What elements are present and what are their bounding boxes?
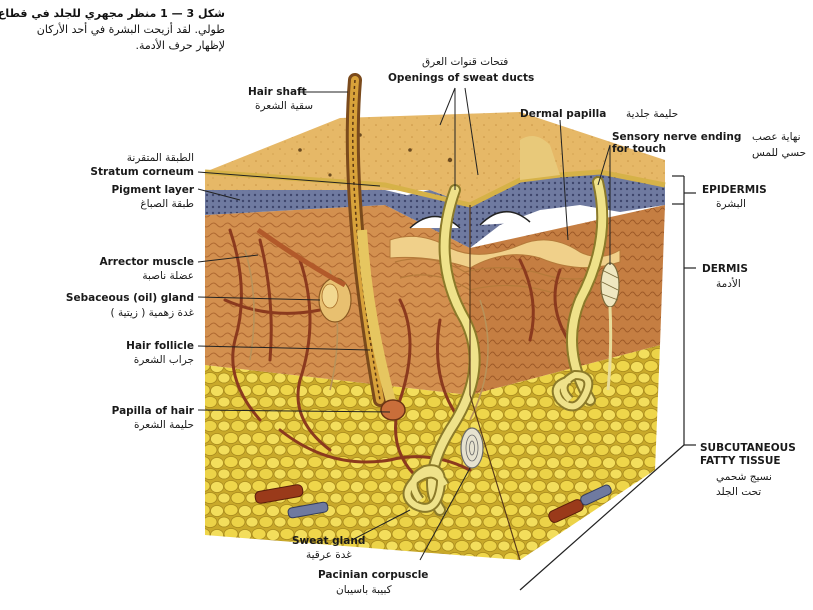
label-sebaceous-en: Sebaceous (oil) gland: [30, 292, 194, 304]
label-sensory-nerve-en-2: for touch: [612, 143, 666, 155]
label-sweat-gland-ar: غدة عرقية: [306, 549, 352, 561]
hair-papilla: [381, 400, 405, 420]
label-pacinian-ar: كبيبة باسيبان: [336, 584, 392, 596]
label-subcut-ar-1: نسيج شحمي: [716, 471, 772, 483]
label-subcut-en-1: SUBCUTANEOUS: [700, 442, 796, 454]
label-sensory-nerve-ar-2: حسي للمس: [752, 147, 806, 159]
label-stratum-ar: الطبقة المتقرنة: [80, 152, 194, 164]
caption-line-2: طولي. لقد أزيحت البشرة في أحد الأركان: [5, 22, 225, 38]
label-sensory-nerve-ar-1: نهاية عصب: [752, 131, 801, 143]
label-follicle-en: Hair follicle: [60, 340, 194, 352]
label-pacinian-en: Pacinian corpuscle: [318, 569, 428, 581]
label-stratum-en: Stratum corneum: [60, 166, 194, 178]
pacinian-corpuscle: [461, 428, 483, 468]
label-hair-shaft-en: Hair shaft: [248, 86, 307, 98]
label-sweat-openings-en: Openings of sweat ducts: [388, 72, 534, 84]
label-arrector-en: Arrector muscle: [60, 256, 194, 268]
label-subcut-ar-2: تحت الجلد: [716, 486, 761, 498]
label-sweat-openings-ar: فتحات قنوات العرق: [422, 56, 508, 68]
caption-line-3: لإظهار حرف الأدمة.: [5, 38, 225, 54]
label-sebaceous-ar: غدة زهمية ( زيتية ): [60, 307, 194, 319]
label-dermal-papilla-ar: حليمة جلدية: [626, 108, 678, 120]
label-hair-shaft-ar: سقية الشعرة: [255, 100, 313, 112]
label-epidermis-ar: البشرة: [716, 198, 746, 210]
label-pigment-en: Pigment layer: [60, 184, 194, 196]
label-pigment-ar: طبقة الصباغ: [80, 198, 194, 210]
meissner-corpuscle: [601, 263, 619, 307]
figure-caption: شكل 3 — 1 منظر مجهري للجلد في قطاع طولي.…: [5, 6, 225, 54]
label-dermal-papilla-en: Dermal papilla: [520, 108, 606, 120]
label-sensory-nerve-en-1: Sensory nerve ending: [612, 131, 741, 143]
label-dermis-en: DERMIS: [702, 263, 748, 275]
label-papilla-hair-en: Papilla of hair: [50, 405, 194, 417]
label-follicle-ar: جراب الشعرة: [80, 354, 194, 366]
label-dermis-ar: الأدمة: [716, 278, 741, 290]
label-epidermis-en: EPIDERMIS: [702, 184, 767, 196]
label-sweat-gland-en: Sweat gland: [292, 535, 365, 547]
label-papilla-hair-ar: حليمة الشعرة: [80, 419, 194, 431]
label-arrector-ar: عضلة ناصبة: [80, 270, 194, 282]
caption-line-1: شكل 3 — 1 منظر مجهري للجلد في قطاع: [5, 6, 225, 22]
label-subcut-en-2: FATTY TISSUE: [700, 455, 781, 467]
